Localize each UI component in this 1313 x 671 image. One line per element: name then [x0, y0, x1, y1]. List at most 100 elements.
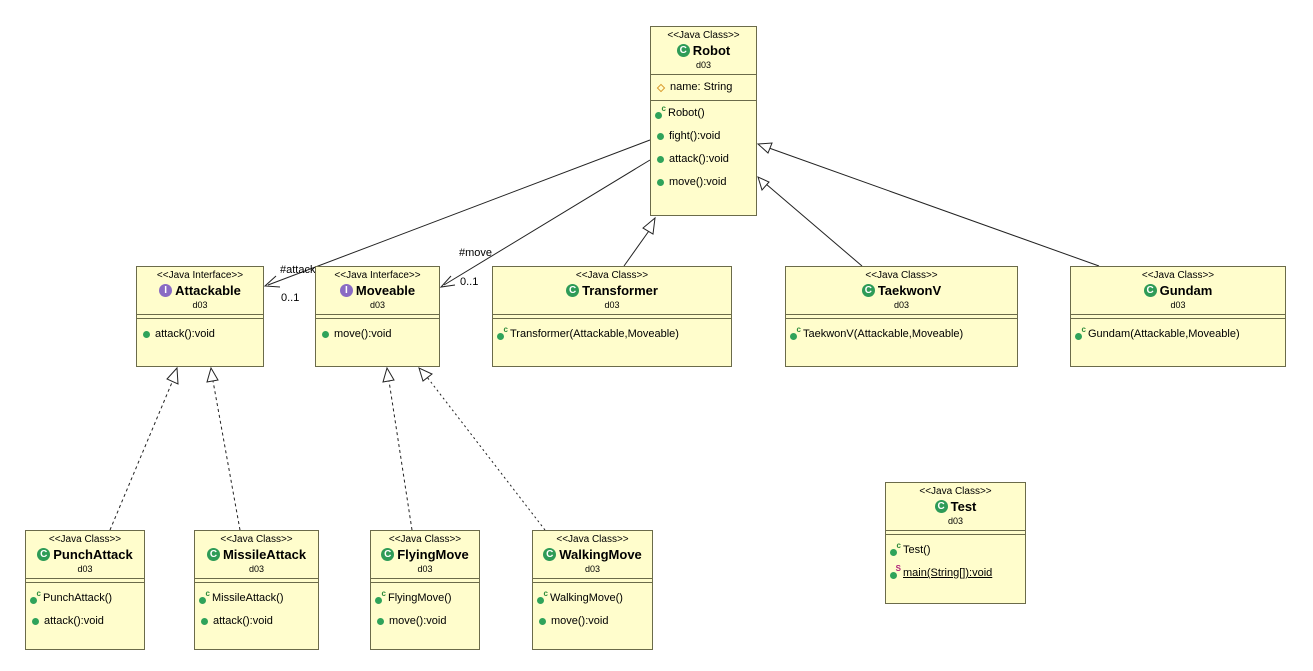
package-label: d03	[77, 564, 93, 574]
package-label: d03	[248, 564, 265, 574]
field-item: name: String	[651, 76, 756, 99]
interface-name: Moveable	[355, 283, 416, 298]
method-item: move():void	[533, 610, 652, 633]
interface-icon: I	[339, 284, 353, 297]
package-label: d03	[584, 564, 601, 574]
stereotype-label: <<Java Interface>>	[156, 270, 244, 281]
methods-compartment: attack():void	[137, 318, 263, 348]
stereotype-label: <<Java Class>>	[575, 270, 649, 281]
protected-field-icon	[656, 83, 666, 92]
realization-punchattack-attackable	[109, 379, 174, 531]
class-icon: C	[37, 548, 51, 561]
constructor-icon: c	[199, 589, 210, 604]
generalization-transformer-robot	[623, 227, 652, 267]
class-icon: C	[1143, 284, 1157, 297]
association-robot-attackable	[267, 139, 651, 286]
class-name: Robot	[692, 43, 731, 58]
generalization-arrowhead	[757, 176, 770, 192]
class-name: Gundam	[1159, 283, 1213, 298]
package-label: d03	[695, 60, 712, 70]
stereotype-label: <<Java Class>>	[1141, 270, 1215, 281]
class-name: PunchAttack	[53, 547, 133, 562]
methods-compartment: move():void	[316, 318, 439, 348]
constructor-icon: c	[375, 589, 386, 604]
association-arrowhead	[439, 275, 456, 288]
method-item: move():void	[651, 171, 756, 194]
method-item: move():void	[371, 610, 479, 633]
realization-arrowhead	[382, 366, 395, 383]
realization-arrowhead	[206, 366, 219, 383]
association-role-move: #move	[459, 247, 493, 259]
fields-compartment: name: String	[651, 74, 756, 100]
static-method-icon: S	[890, 564, 901, 579]
interface-name: Attackable	[175, 283, 241, 298]
generalization-gundam-robot	[768, 147, 1100, 267]
public-method-icon	[322, 331, 329, 338]
generalization-taekwonv-robot	[765, 183, 863, 267]
interface-icon: I	[159, 284, 173, 297]
public-method-icon	[539, 618, 546, 625]
public-method-icon	[201, 618, 208, 625]
method-item: fight():void	[651, 125, 756, 148]
package-label: d03	[947, 516, 964, 526]
method-item: move():void	[316, 323, 439, 346]
class-icon: C	[543, 548, 557, 561]
realization-missileattack-attackable	[212, 380, 241, 531]
fields-compartment	[533, 578, 652, 582]
public-method-icon	[143, 331, 150, 338]
realization-walkingmove-moveable	[426, 376, 546, 531]
fields-compartment	[1071, 314, 1285, 318]
class-icon: C	[676, 44, 690, 57]
fields-compartment	[316, 314, 439, 318]
generalization-arrowhead	[642, 216, 656, 235]
constructor-icon: c	[497, 325, 508, 340]
class-name: TaekwonV	[877, 283, 942, 298]
class-icon: C	[381, 548, 395, 561]
realization-flyingmove-moveable	[388, 380, 413, 531]
stereotype-label: <<Java Class>>	[556, 534, 629, 545]
public-method-icon	[657, 179, 664, 186]
generalization-arrowhead	[756, 142, 773, 154]
constructor-icon: c	[30, 589, 41, 604]
method-item: attack():void	[26, 610, 144, 633]
class-name: FlyingMove	[397, 547, 469, 562]
public-method-icon	[657, 133, 664, 140]
public-method-icon	[657, 156, 664, 163]
fields-compartment	[195, 578, 318, 582]
method-item: attack():void	[195, 610, 318, 633]
stereotype-label: <<Java Class>>	[919, 486, 992, 497]
package-label: d03	[417, 564, 433, 574]
method-item: attack():void	[137, 323, 263, 346]
fields-compartment	[886, 530, 1025, 534]
association-multiplicity-move: 0..1	[460, 276, 479, 288]
realization-arrowhead	[418, 367, 433, 382]
association-arrowhead	[263, 275, 281, 288]
class-name: WalkingMove	[559, 547, 642, 562]
package-label: d03	[192, 300, 208, 310]
class-icon: C	[934, 500, 948, 513]
stereotype-label: <<Java Class>>	[865, 270, 938, 281]
class-icon: C	[206, 548, 220, 561]
